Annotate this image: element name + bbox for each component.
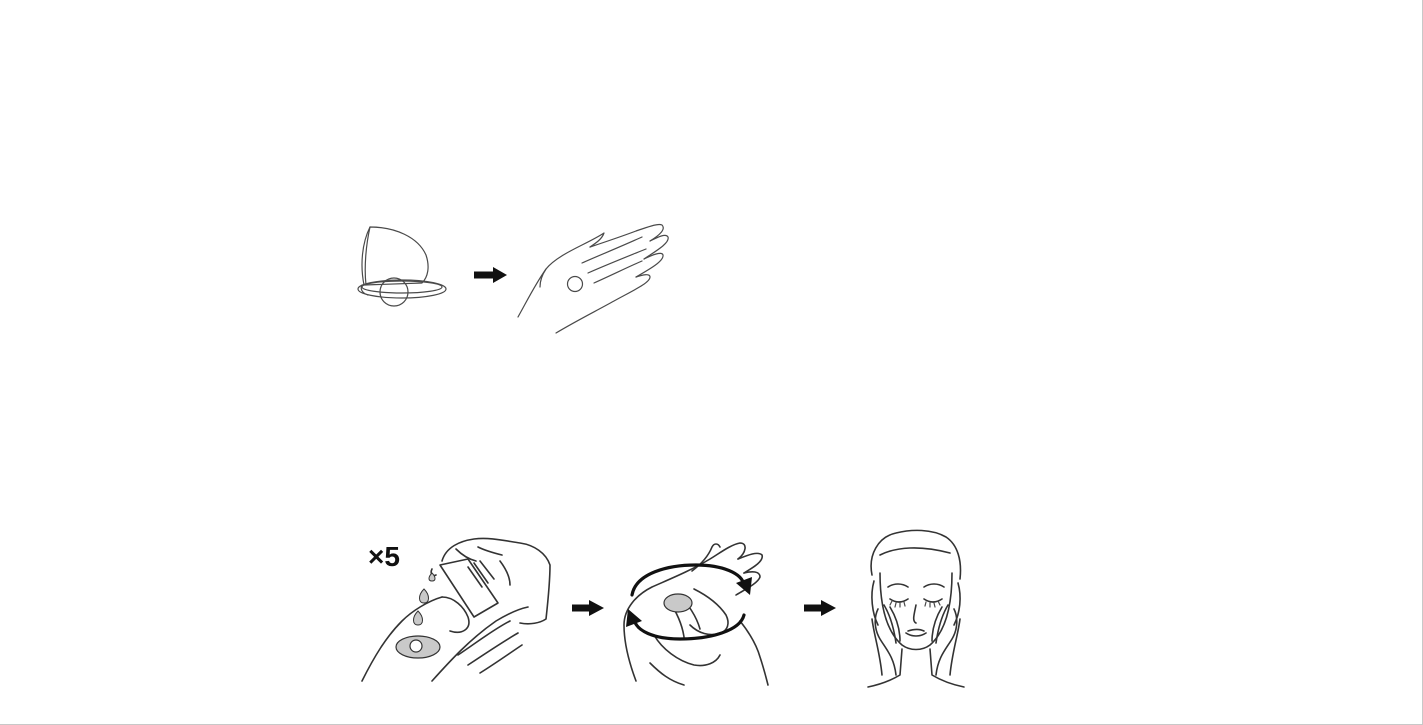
open-palm-icon <box>517 223 669 334</box>
arrow-right-icon <box>804 600 836 616</box>
face-hands-icon <box>867 529 965 688</box>
rubbing-hands-icon <box>623 542 769 686</box>
step-one-illustration <box>350 215 680 345</box>
arrow-right-icon <box>572 600 604 616</box>
arrow-right-icon <box>474 267 507 283</box>
compact-case-icon <box>357 226 447 307</box>
step-two-illustration: ×5 <box>350 525 980 690</box>
count-label: ×5 <box>368 541 400 572</box>
spray-bottle-hand-icon <box>361 537 551 682</box>
